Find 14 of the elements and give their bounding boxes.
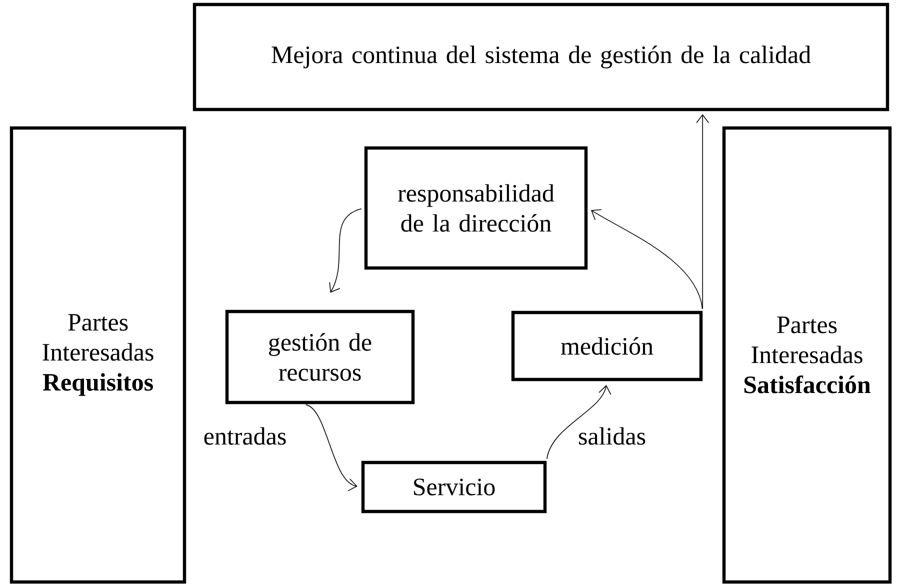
edge-label: entradas	[202, 426, 288, 446]
edge-label: salidas	[576, 426, 648, 446]
process-box: medición	[511, 310, 703, 382]
arrow	[696, 114, 709, 310]
side-panel: Partes Interesadas Requisitos	[10, 126, 186, 584]
process-box: responsabilidad de la dirección	[364, 146, 588, 270]
title-box: Mejora continua del sistema de gestión de la calidad	[192, 2, 890, 112]
side-panel: Partes Interesadas Satisfacción	[722, 126, 892, 584]
arrow	[546, 385, 612, 460]
arrow	[329, 208, 362, 293]
arrow	[305, 404, 358, 492]
process-box: Servicio	[361, 460, 547, 514]
arrow	[591, 209, 703, 310]
process-box: gestión de recursos	[225, 310, 415, 404]
